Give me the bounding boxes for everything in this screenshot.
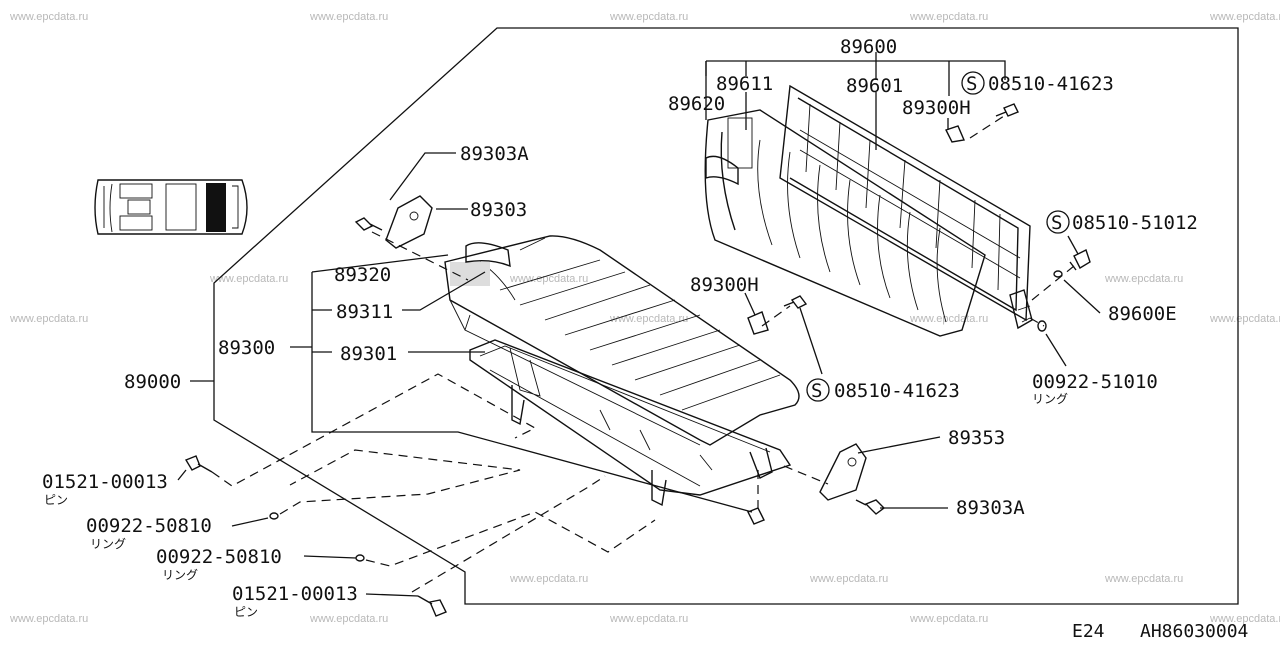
watermark: www.epcdata.ru: [609, 313, 688, 325]
label-89303A-top: 89303A: [460, 143, 529, 165]
label-89311: 89311: [336, 301, 393, 323]
ring-00922-50810-a: [269, 512, 279, 520]
label-89300H-mid: 89300H: [690, 274, 759, 296]
watermark: www.epcdata.ru: [509, 273, 588, 285]
screw-08510-51012: [1069, 249, 1091, 271]
watermark: www.epcdata.ru: [1209, 313, 1280, 325]
label-00922-51010-sub: リング: [1032, 392, 1068, 406]
watermark: www.epcdata.ru: [609, 11, 688, 23]
watermark: www.epcdata.ru: [1209, 613, 1280, 625]
watermark: www.epcdata.ru: [509, 573, 588, 585]
label-08510-41623-mid: 08510-41623: [834, 380, 960, 402]
label-01521-00013-a: 01521-00013: [42, 471, 168, 493]
label-00922-51010: 00922-51010: [1032, 371, 1158, 393]
page-code: E24: [1072, 621, 1105, 640]
standard-part-symbols: S S S: [806, 71, 1070, 402]
standard-part-symbol-text: S: [1051, 212, 1062, 234]
vehicle-location-icon: [94, 179, 248, 235]
watermark: www.epcdata.ru: [209, 273, 288, 285]
cushion-frame: [469, 339, 792, 507]
standard-part-symbol: [806, 378, 830, 402]
label-01521-00013-a-sub: ピン: [44, 493, 68, 507]
watermark: www.epcdata.ru: [9, 313, 88, 325]
label-01521-00013-b-sub: ピン: [234, 605, 258, 619]
ring-00922-51010: [1037, 320, 1047, 332]
frame-cap: [747, 507, 765, 525]
label-89300: 89300: [218, 337, 275, 359]
label-89600E: 89600E: [1108, 303, 1177, 325]
label-00922-50810-b-sub: リング: [162, 568, 198, 582]
label-89300H-top: 89300H: [902, 97, 971, 119]
label-00922-50810-a-sub: リング: [90, 537, 126, 551]
label-89600: 89600: [840, 36, 897, 58]
clip-89300H-mid: [747, 311, 769, 335]
watermark: www.epcdata.ru: [809, 573, 888, 585]
label-89301: 89301: [340, 343, 397, 365]
label-00922-50810-a: 00922-50810: [86, 515, 212, 537]
watermark: www.epcdata.ru: [909, 313, 988, 325]
assembly-frame: [213, 27, 1239, 605]
standard-part-symbol: [1046, 210, 1070, 234]
label-89303: 89303: [470, 199, 527, 221]
pin-01521-00013-a: [184, 455, 213, 473]
watermark: www.epcdata.ru: [309, 613, 388, 625]
watermark: www.epcdata.ru: [1209, 11, 1280, 23]
bracket-89353-right: [819, 443, 867, 501]
watermark: www.epcdata.ru: [609, 613, 688, 625]
watermark: www.epcdata.ru: [1104, 573, 1183, 585]
label-89000: 89000: [124, 371, 181, 393]
watermark: www.epcdata.ru: [9, 613, 88, 625]
watermark: www.epcdata.ru: [1104, 273, 1183, 285]
label-89611: 89611: [716, 73, 773, 95]
assembly-dashed-lines: [211, 115, 1075, 593]
label-89353: 89353: [948, 427, 1005, 449]
footer: E24 AH86030004: [1072, 621, 1248, 642]
watermark: www.epcdata.ru: [909, 11, 988, 23]
highlighted-seat-icon: [206, 183, 226, 232]
leader-lines: [177, 52, 1101, 597]
label-89320: 89320: [334, 264, 391, 286]
bracket-89303-left: [385, 195, 433, 249]
diagram-code: AH86030004: [1140, 621, 1248, 640]
watermark: www.epcdata.ru: [909, 613, 988, 625]
standard-part-symbol-text: S: [966, 73, 977, 95]
label-89303A-bot: 89303A: [956, 497, 1025, 519]
watermark: www.epcdata.ru: [309, 11, 388, 23]
clip-89300H-top: [945, 125, 965, 143]
seat-cushion: [444, 235, 800, 446]
pin-01521-00013-b: [417, 595, 447, 617]
label-89601: 89601: [846, 75, 903, 97]
label-01521-00013-b: 01521-00013: [232, 583, 358, 605]
label-00922-50810-b: 00922-50810: [156, 546, 282, 568]
standard-part-symbol: [961, 71, 985, 95]
ring-00922-50810-b: [355, 554, 365, 562]
watermark: www.epcdata.ru: [9, 11, 88, 23]
label-89620: 89620: [668, 93, 725, 115]
small-parts: [184, 103, 1091, 617]
seat-back-assembly: [704, 84, 1033, 337]
washer-89600E: [1053, 270, 1063, 278]
watermarks: www.epcdata.ru www.epcdata.ru www.epcdat…: [9, 11, 1280, 625]
standard-part-symbol-text: S: [811, 380, 822, 402]
part-labels: 89600 89611 89601 89620 08510-41623 8930…: [42, 36, 1198, 619]
label-08510-41623-top: 08510-41623: [988, 73, 1114, 95]
label-08510-51012: 08510-51012: [1072, 212, 1198, 234]
